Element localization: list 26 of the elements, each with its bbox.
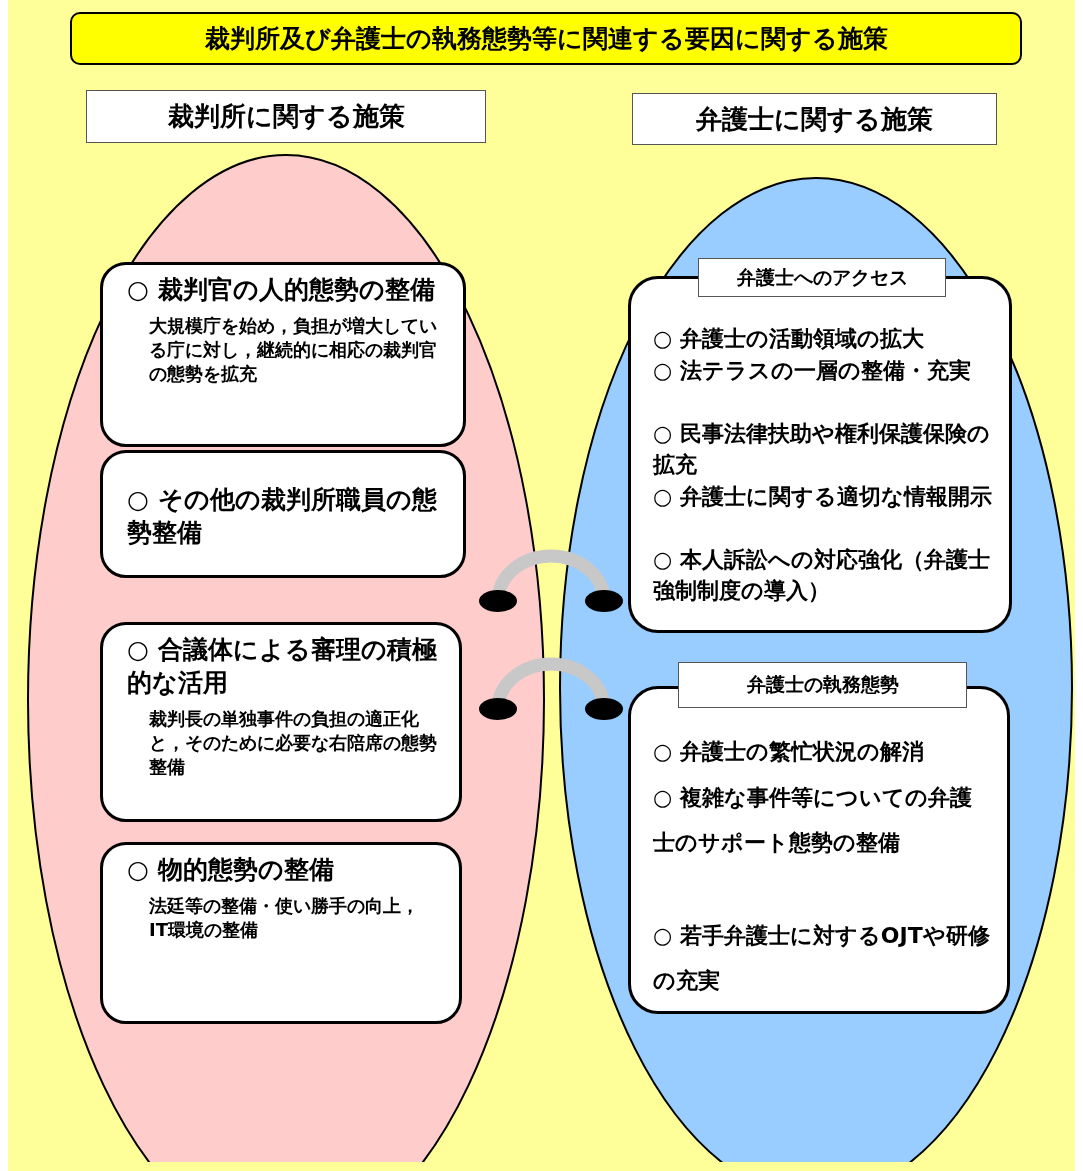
bullet-item: ○ 弁護士に関する適切な情報開示 [653,483,993,511]
bullet-item: ○ 法テラスの一層の整備・充実 [653,357,972,385]
group-heading: 弁護士に関する施策 [632,93,997,145]
measure-box [100,262,466,447]
bullet-item: ○ 弁護士の活動領域の拡大 [653,325,925,353]
measure-box [100,622,462,822]
measure-description: 大規模庁を始め，負担が増大している庁に対し，継続的に相応の裁判官の態勢を拡充 [148,314,438,386]
bullet-item: ○ 弁護士の繁忙状況の解消 [653,738,925,766]
measure-box [100,450,466,578]
bullet-item: ○ 複雑な事件等についての弁護士のサポート態勢の整備 [653,784,973,857]
title-banner: 裁判所及び弁護士の執務態勢等に関連する要因に関する施策 [70,12,1022,65]
bullet-item: ○ 本人訴訟への対応強化（弁護士強制制度の導入） [653,546,991,605]
measure-heading: ○ 裁判官の人的態勢の整備 [126,274,436,306]
measure-description: 法廷等の整備・使い勝手の向上，IT環境の整備 [148,894,420,942]
measure-description: 裁判長の単独事件の負担の適正化と，そのために必要な右陪席の態勢整備 [148,707,438,779]
arch-connector [479,549,623,612]
measure-heading: ○ その他の裁判所職員の態勢整備 [126,484,438,549]
arch-connector [479,657,623,720]
bullet-item: ○ 民事法律扶助や権利保護保険の拡充 [653,420,991,479]
group-heading: 裁判所に関する施策 [86,90,486,143]
measure-box [100,842,462,1024]
measure-heading: ○ 合議体による審理の積極的な活用 [126,634,438,699]
box-heading: 弁護士へのアクセス [698,258,946,297]
box-heading: 弁護士の執務態勢 [678,662,967,708]
measure-heading: ○ 物的態勢の整備 [126,854,335,886]
bullet-item: ○ 若手弁護士に対するOJTや研修の充実 [653,922,991,995]
